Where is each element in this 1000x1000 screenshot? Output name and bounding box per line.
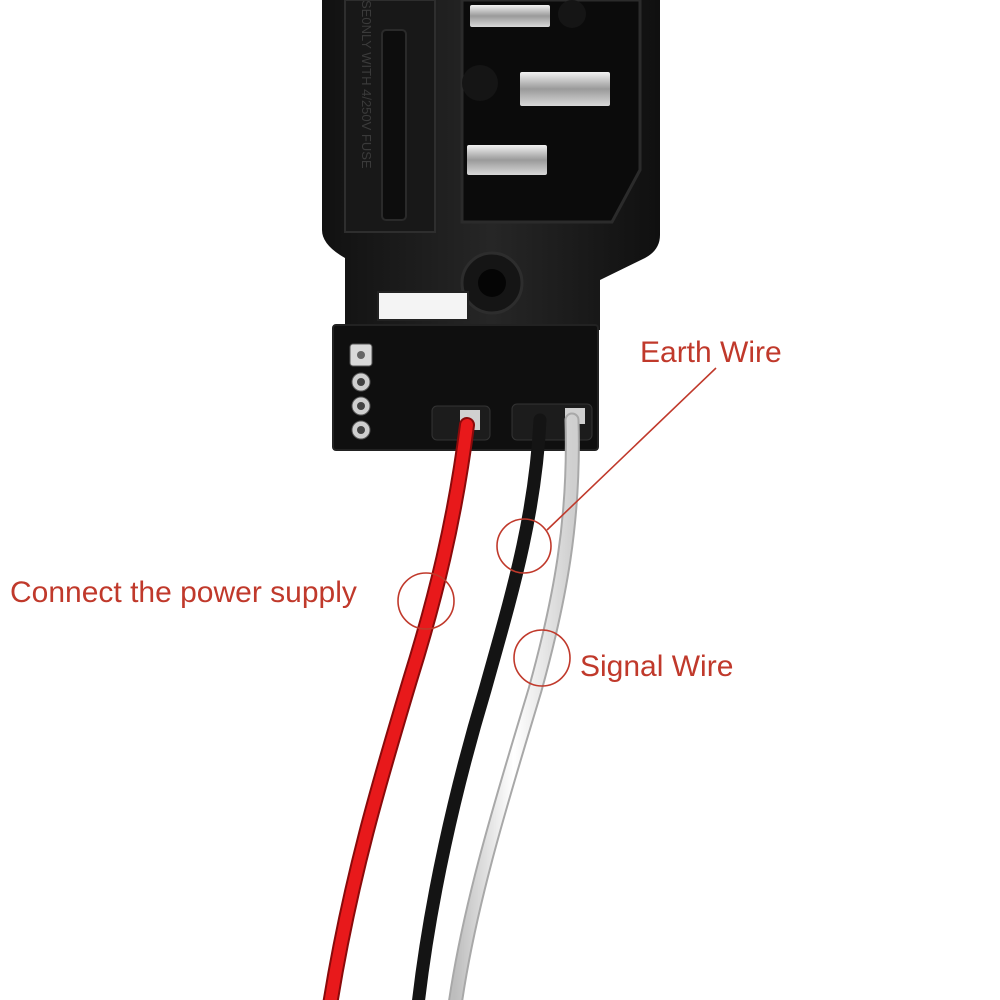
fuse-slot bbox=[381, 29, 407, 221]
signal-wire-label: Signal Wire bbox=[580, 650, 734, 683]
power-supply-label: Connect the power supply bbox=[10, 576, 357, 609]
socket-pins bbox=[462, 0, 610, 175]
iec-socket-housing: SE0NLY WITH 4/250V FUSE bbox=[322, 0, 660, 330]
socket-recess bbox=[460, 0, 642, 224]
socket-marking-text: SE0NLY WITH 4/250V FUSE bbox=[359, 0, 374, 169]
wires bbox=[322, 412, 580, 1000]
earth-wire-leader-line bbox=[546, 367, 717, 531]
power-supply-marker bbox=[397, 572, 455, 630]
white-wire bbox=[450, 414, 578, 1000]
signal-wire-marker bbox=[513, 629, 571, 687]
red-wire bbox=[324, 419, 473, 1000]
earth-wire-label: Earth Wire bbox=[640, 336, 782, 369]
black-wire bbox=[412, 413, 547, 1000]
annotations bbox=[397, 367, 717, 687]
earth-wire-marker bbox=[496, 518, 552, 574]
